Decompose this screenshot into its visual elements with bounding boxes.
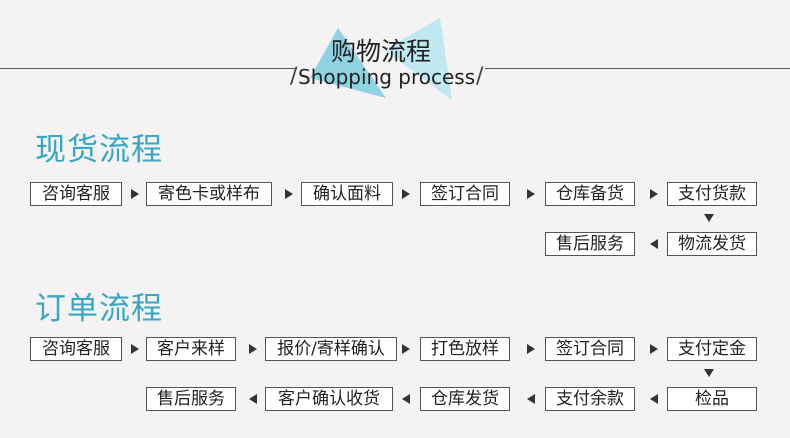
arrow-right-icon [650,344,658,354]
flow-step: 客户确认收货 [265,387,393,411]
order-flow-title: 订单流程 [35,291,163,327]
arrow-left-icon [527,394,535,404]
arrow-left-icon [650,239,658,249]
flow-step: 寄色卡或样布 [146,182,272,206]
arrow-right-icon [527,189,535,199]
flow-step: 仓库备货 [545,182,635,206]
page-subtitle: Shopping process [298,65,476,89]
arrow-right-icon [131,189,139,199]
flow-step: 咨询客服 [30,182,122,206]
arrow-right-icon [402,344,410,354]
arrow-right-icon [527,344,535,354]
flow-step: 支付货款 [667,182,757,206]
flow-step: 签订合同 [420,182,510,206]
arrow-right-icon [249,344,257,354]
slash-right-icon: / [476,64,484,89]
flow-step: 打色放样 [420,337,510,361]
flow-step: 售后服务 [545,232,635,256]
flow-step: 报价/寄样确认 [265,337,397,361]
arrow-left-icon [650,394,658,404]
arrow-right-icon [650,189,658,199]
slash-left-icon: / [290,64,298,89]
arrow-down-icon [704,369,714,377]
header-divider-left [0,68,297,69]
header-divider-right [485,68,790,69]
page-header: 购物流程 / Shopping process / [0,0,790,110]
arrow-right-icon [402,189,410,199]
flow-step: 仓库发货 [420,387,510,411]
flow-step: 支付余款 [545,387,635,411]
arrow-left-icon [402,394,410,404]
flow-step: 物流发货 [667,232,757,256]
arrow-down-icon [704,214,714,222]
flow-step: 售后服务 [146,387,236,411]
stock-flow-title: 现货流程 [35,132,163,168]
page-title: 购物流程 [331,37,432,66]
flow-step: 客户来样 [146,337,236,361]
arrow-right-icon [131,344,139,354]
header-decoration [310,18,452,100]
flow-step: 支付定金 [667,337,757,361]
arrow-left-icon [249,394,257,404]
flow-step: 咨询客服 [30,337,122,361]
flow-step: 签订合同 [545,337,635,361]
arrow-right-icon [285,189,293,199]
flow-step: 检品 [667,387,757,411]
flow-step: 确认面料 [301,182,393,206]
